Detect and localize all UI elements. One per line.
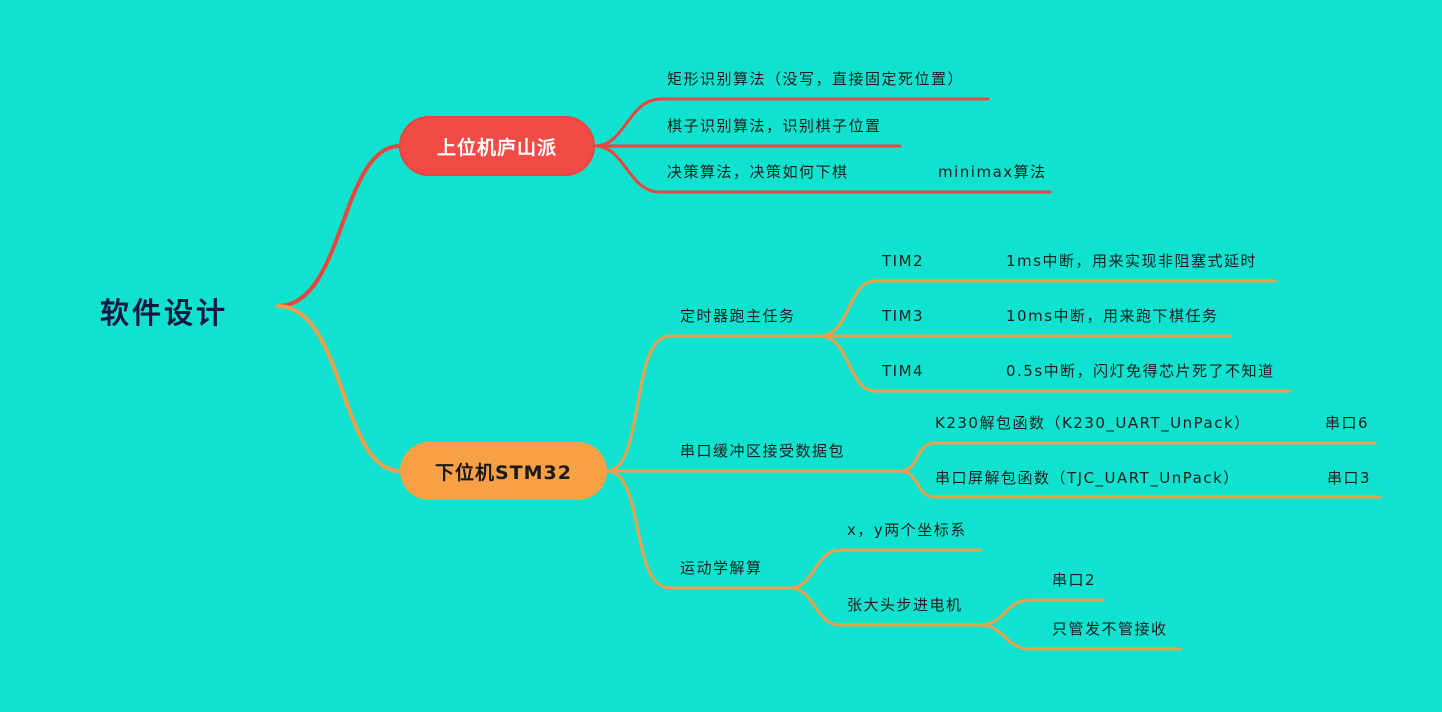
connector-motor-port [978,598,1105,627]
connector-root-lower [276,304,402,473]
connector-lower-kinematics [605,469,792,590]
timer-tim3-name[interactable]: TIM3 [882,307,925,325]
timer-tim4-name[interactable]: TIM4 [882,362,925,380]
uart-tjc-func[interactable]: 串口屏解包函数（TJC_UART_UnPack） [935,469,1240,487]
connector-motor-note [978,623,1182,651]
connector-upper-3 [593,144,1052,194]
timer-tim2-name[interactable]: TIM2 [882,252,925,270]
uart-tjc-port[interactable]: 串口3 [1327,469,1372,487]
uart-k230-port[interactable]: 串口6 [1325,414,1370,432]
timer-tim2-desc[interactable]: 1ms中断，用来实现非阻塞式延时 [1006,252,1257,270]
lower-kinematics-topic[interactable]: 运动学解算 [680,559,763,577]
upper-item-decision[interactable]: 决策算法，决策如何下棋 [667,163,849,181]
root-topic[interactable]: 软件设计 [100,296,229,330]
timer-tim3-desc[interactable]: 10ms中断，用来跑下棋任务 [1006,307,1219,325]
uart-k230-func[interactable]: K230解包函数（K230_UART_UnPack） [935,414,1251,432]
connector-tim2 [818,279,1277,338]
kinematics-motor[interactable]: 张大头步进电机 [847,596,963,614]
upper-item-rect-detect[interactable]: 矩形识别算法（没写，直接固定死位置） [667,70,965,88]
connector-tim4 [818,334,1292,393]
upper-item-piece-detect[interactable]: 棋子识别算法，识别棋子位置 [667,117,882,135]
timer-tim4-desc[interactable]: 0.5s中断，闪灯免得芯片死了不知道 [1006,362,1275,380]
lower-timer-topic[interactable]: 定时器跑主任务 [680,307,796,325]
topic-lower-computer[interactable]: 下位机STM32 [400,442,607,500]
connector-lower-timer [605,334,822,473]
upper-item-decision-detail[interactable]: minimax算法 [938,163,1047,181]
connector-uart-k230 [898,441,1377,473]
topic-upper-computer[interactable]: 上位机庐山派 [399,116,595,176]
connector-coord [788,548,982,590]
motor-port[interactable]: 串口2 [1052,571,1097,589]
lower-uart-topic[interactable]: 串口缓冲区接受数据包 [680,442,846,460]
kinematics-coord[interactable]: x，y两个坐标系 [847,521,967,539]
connector-uart-tjc [898,469,1382,499]
connector-root-upper [276,144,402,308]
connector-motor [788,586,982,627]
motor-note[interactable]: 只管发不管接收 [1052,620,1168,638]
connector-upper-1 [593,97,990,148]
